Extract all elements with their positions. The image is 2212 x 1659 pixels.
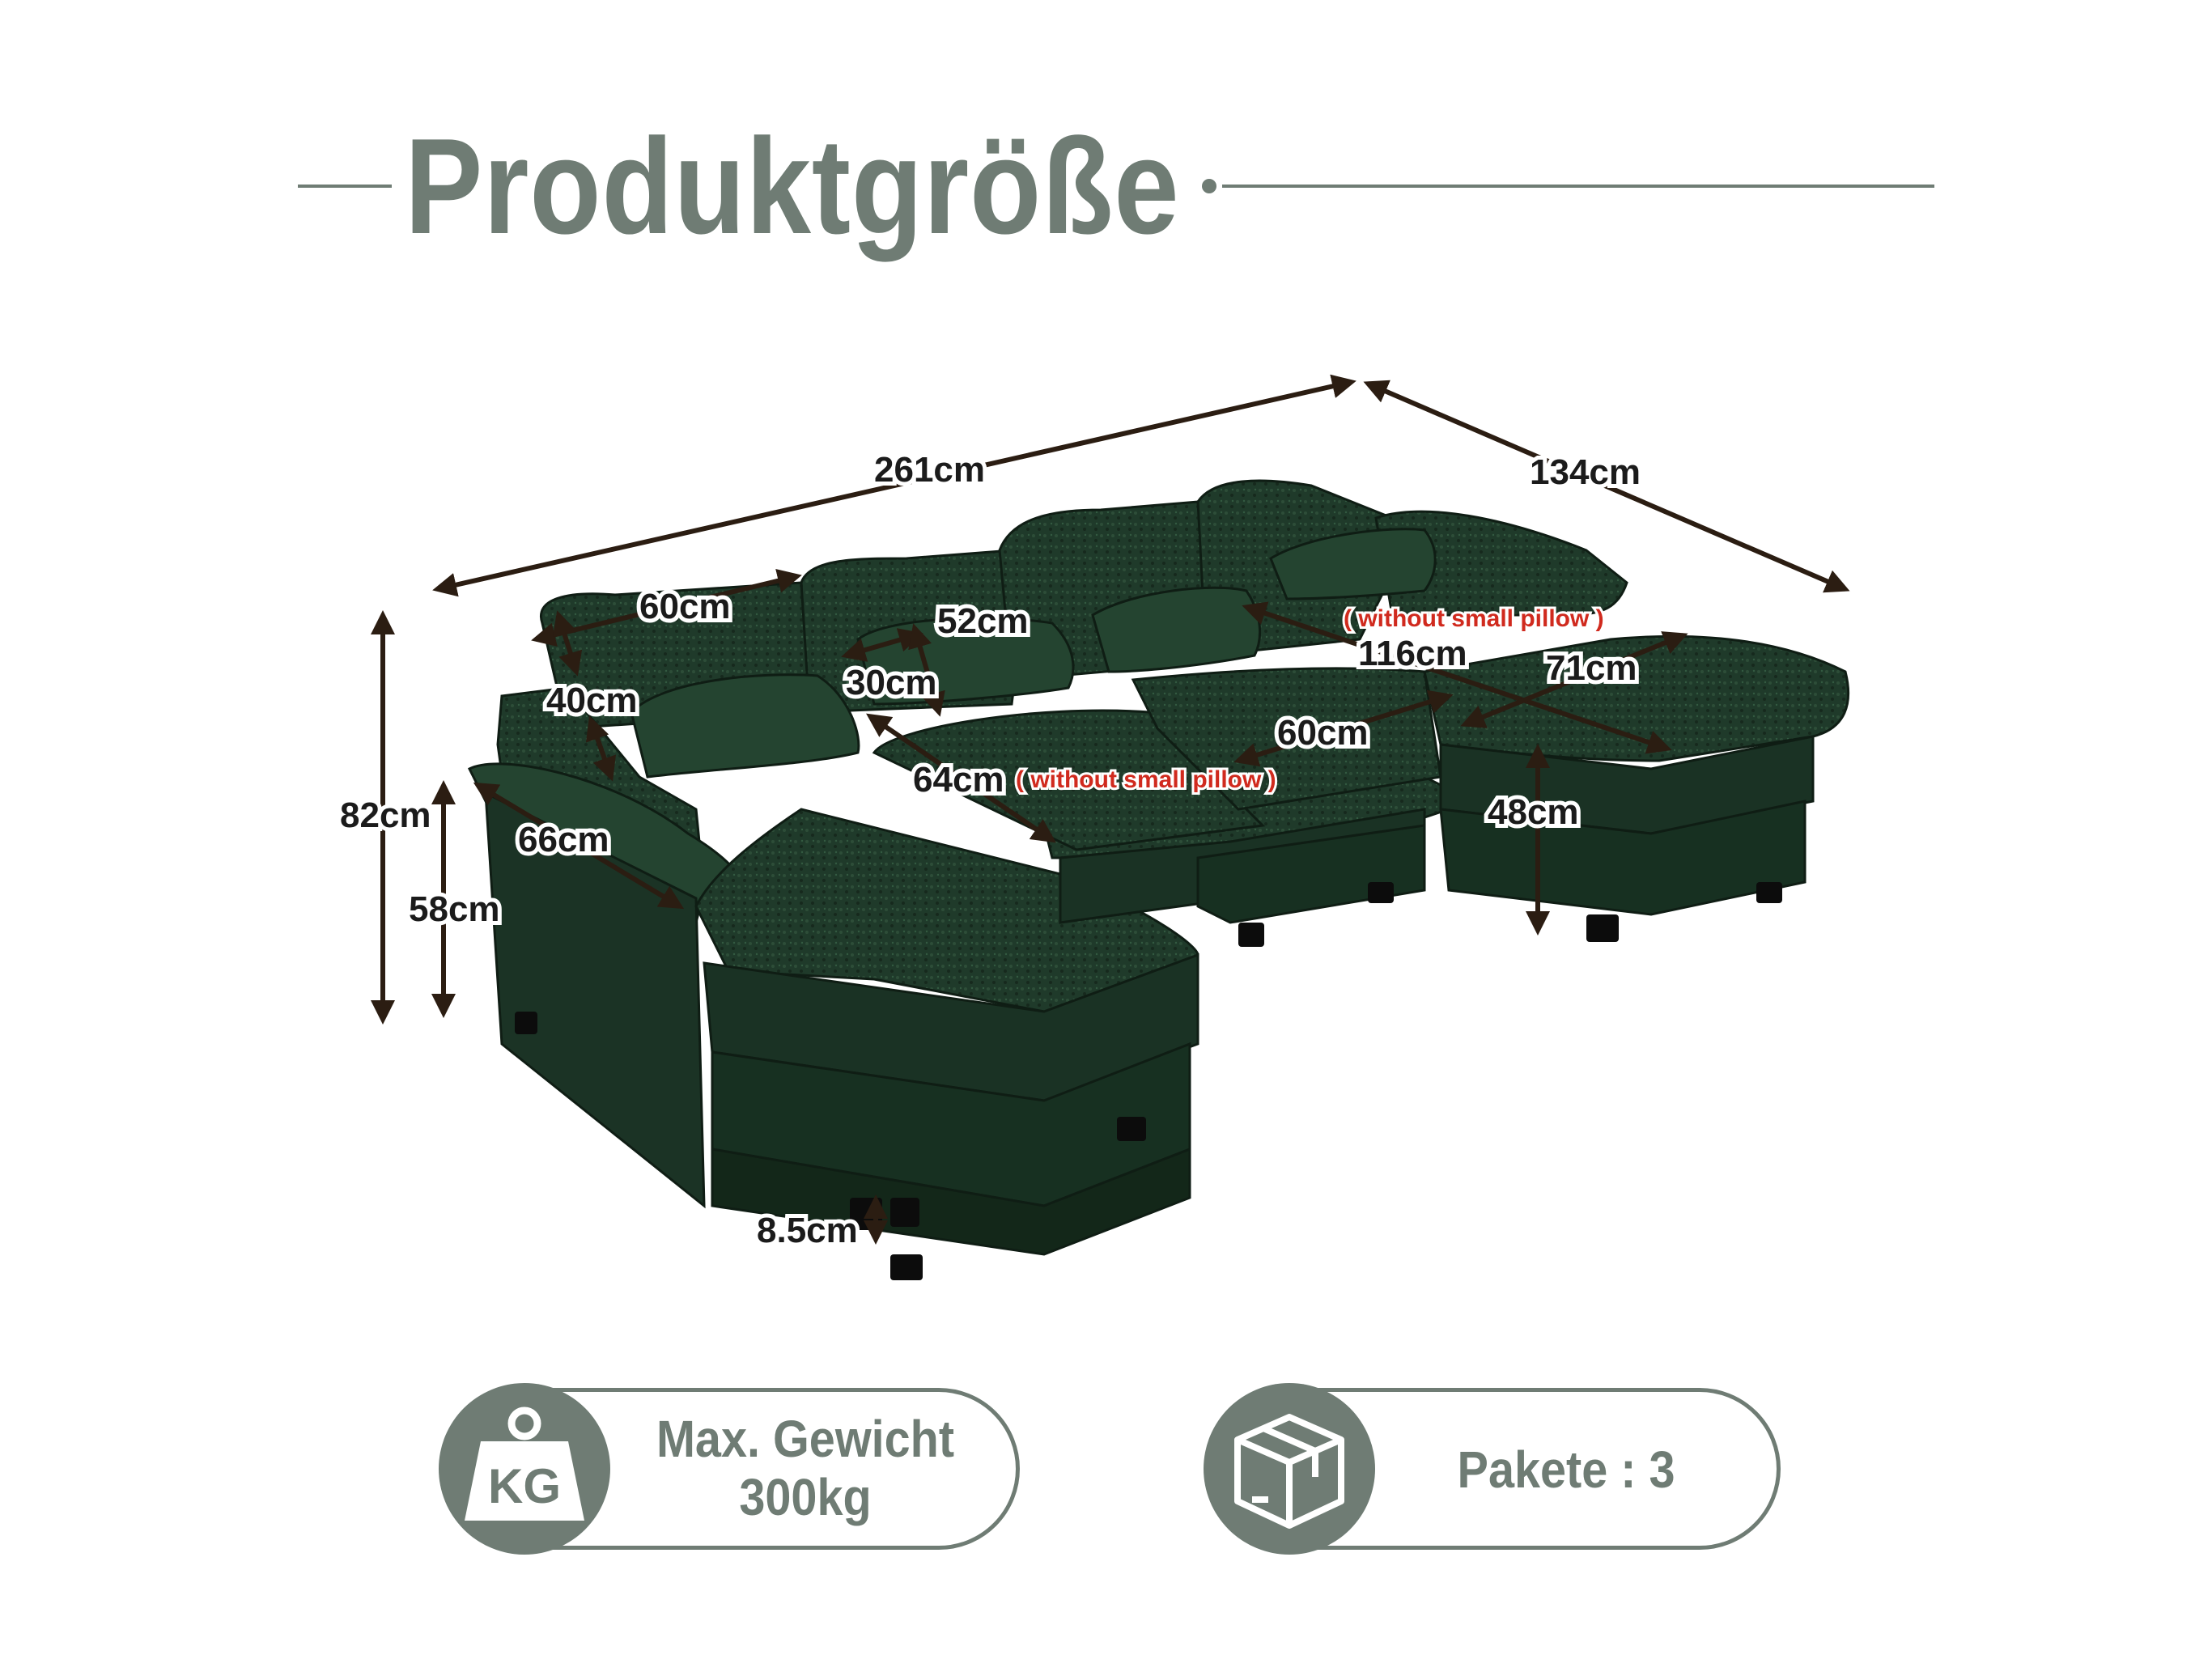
title-section: Produktgröße xyxy=(291,113,1934,259)
label-arm-length: 66cm xyxy=(518,820,609,859)
label-chaise-width: 71cm xyxy=(1546,648,1637,688)
title-line-right xyxy=(1222,185,1934,188)
small-pillow-1 xyxy=(630,673,860,779)
weight-label: Max. Gewicht xyxy=(656,1410,955,1468)
leg-2 xyxy=(1117,1117,1146,1141)
arrow-depth xyxy=(1363,380,1850,593)
weight-icon-text: KG xyxy=(488,1459,561,1513)
page-title: Produktgröße xyxy=(405,110,1180,262)
package-box-icon xyxy=(1234,1414,1344,1529)
dimension-labels: 261cm 134cm 60cm 40cm 52cm 30cm 64cm 60c… xyxy=(336,446,1645,1254)
note-without-pillow-middle: ( without small pillow ) xyxy=(1016,766,1276,793)
title-line-left xyxy=(298,185,392,188)
arrow-pillow-height xyxy=(908,623,945,717)
label-back-cushion-width: 60cm xyxy=(639,587,731,626)
label-depth: 134cm xyxy=(1530,452,1641,492)
leg-8 xyxy=(1756,882,1782,903)
label-seat-width-middle: 60cm xyxy=(1277,713,1369,753)
label-chaise-length: 116cm xyxy=(1358,634,1467,673)
dimension-arrows xyxy=(371,374,1850,1245)
arrow-arm-length xyxy=(473,782,685,910)
arrow-total-length xyxy=(432,374,1356,597)
weight-value: 300kg xyxy=(739,1468,872,1526)
label-leg-height: 8.5cm xyxy=(757,1211,858,1250)
label-pillow-height: 30cm xyxy=(846,663,937,702)
label-ottoman-height: 48cm xyxy=(1488,792,1579,832)
leg-9 xyxy=(890,1198,919,1227)
label-back-cushion-height: 40cm xyxy=(546,681,638,720)
leg-1 xyxy=(515,1012,537,1034)
label-total-height: 82cm xyxy=(340,796,431,835)
arrow-pillow-width xyxy=(841,628,923,662)
label-seat-height: 58cm xyxy=(409,889,500,929)
weight-kg-icon: KG xyxy=(465,1407,584,1521)
leg-4 xyxy=(890,1254,923,1280)
packages-label: Pakete : 3 xyxy=(1457,1440,1675,1499)
arrow-back-cushion-height xyxy=(552,610,583,677)
weight-icon-circle: KG xyxy=(439,1383,610,1555)
arrow-seat-depth-left xyxy=(866,713,1056,843)
packages-badge: Pakete : 3 xyxy=(1204,1383,1781,1555)
note-without-pillow-right: ( without small pillow ) xyxy=(1344,605,1604,632)
label-pillow-width: 52cm xyxy=(937,601,1029,641)
sofa-legs xyxy=(515,882,1782,1280)
arrow-back-height-left xyxy=(585,715,617,782)
weight-text-block: Max. Gewicht 300kg xyxy=(623,1410,987,1526)
leg-7 xyxy=(1586,914,1619,942)
title-dot xyxy=(1202,179,1216,193)
leg-5 xyxy=(1238,923,1264,947)
leg-6 xyxy=(1368,882,1394,903)
left-chaise-base-low xyxy=(711,1147,1191,1256)
package-icon-circle xyxy=(1204,1383,1375,1555)
label-total-length: 261cm xyxy=(874,450,985,490)
weight-badge: KG Max. Gewicht 300kg xyxy=(439,1383,1020,1555)
label-seat-depth-left: 64cm xyxy=(913,760,1004,800)
arrow-chaise-width xyxy=(1460,631,1688,728)
